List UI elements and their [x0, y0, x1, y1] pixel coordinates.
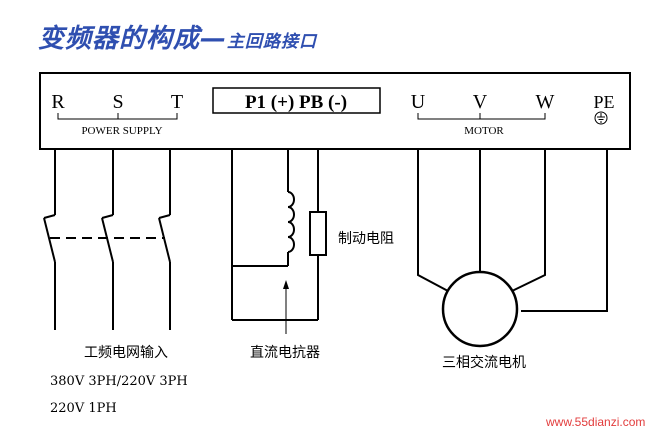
terminal-s: S — [112, 91, 123, 113]
grid-input-label: 工频电网输入 — [84, 345, 168, 361]
dc-reactor-label: 直流电抗器 — [250, 344, 320, 361]
voltage-line-1: 380V 3PH/220V 3PH — [50, 374, 188, 389]
brake-resistor-label: 制动电阻 — [338, 231, 394, 247]
terminal-t: T — [171, 91, 183, 113]
terminal-pe: PE — [593, 92, 614, 112]
brake-resistor — [309, 211, 327, 256]
motor-group-label: MOTOR — [464, 125, 504, 137]
power-supply-label: POWER SUPPLY — [81, 125, 162, 137]
terminal-u: U — [411, 91, 426, 113]
watermark: www.55dianzi.com — [545, 415, 645, 429]
dc-terminal-box — [212, 87, 381, 114]
terminal-v: V — [473, 91, 488, 113]
inductor-coil — [287, 191, 295, 253]
reactor-arrow-head — [283, 280, 289, 289]
terminal-r: R — [51, 91, 65, 113]
motor-icon — [441, 270, 519, 348]
terminal-w: W — [536, 91, 555, 113]
dc-terminal-labels: P1 (+) PB (-) — [245, 92, 347, 113]
supply-lines — [43, 149, 171, 330]
ground-icon — [594, 111, 608, 125]
motor-label: 三相交流电机 — [442, 354, 526, 371]
motor-bracket — [417, 113, 546, 120]
voltage-line-2: 220V 1PH — [50, 401, 117, 416]
inverter-box — [39, 72, 631, 150]
motor-wiring — [417, 149, 608, 312]
title-main: 变频器的构成— — [38, 24, 228, 54]
title-sub: 主回路接口 — [227, 32, 318, 52]
dc-wiring — [231, 149, 319, 321]
power-bracket — [57, 113, 178, 120]
page-title: 变频器的构成—主回路接口 — [38, 18, 317, 55]
